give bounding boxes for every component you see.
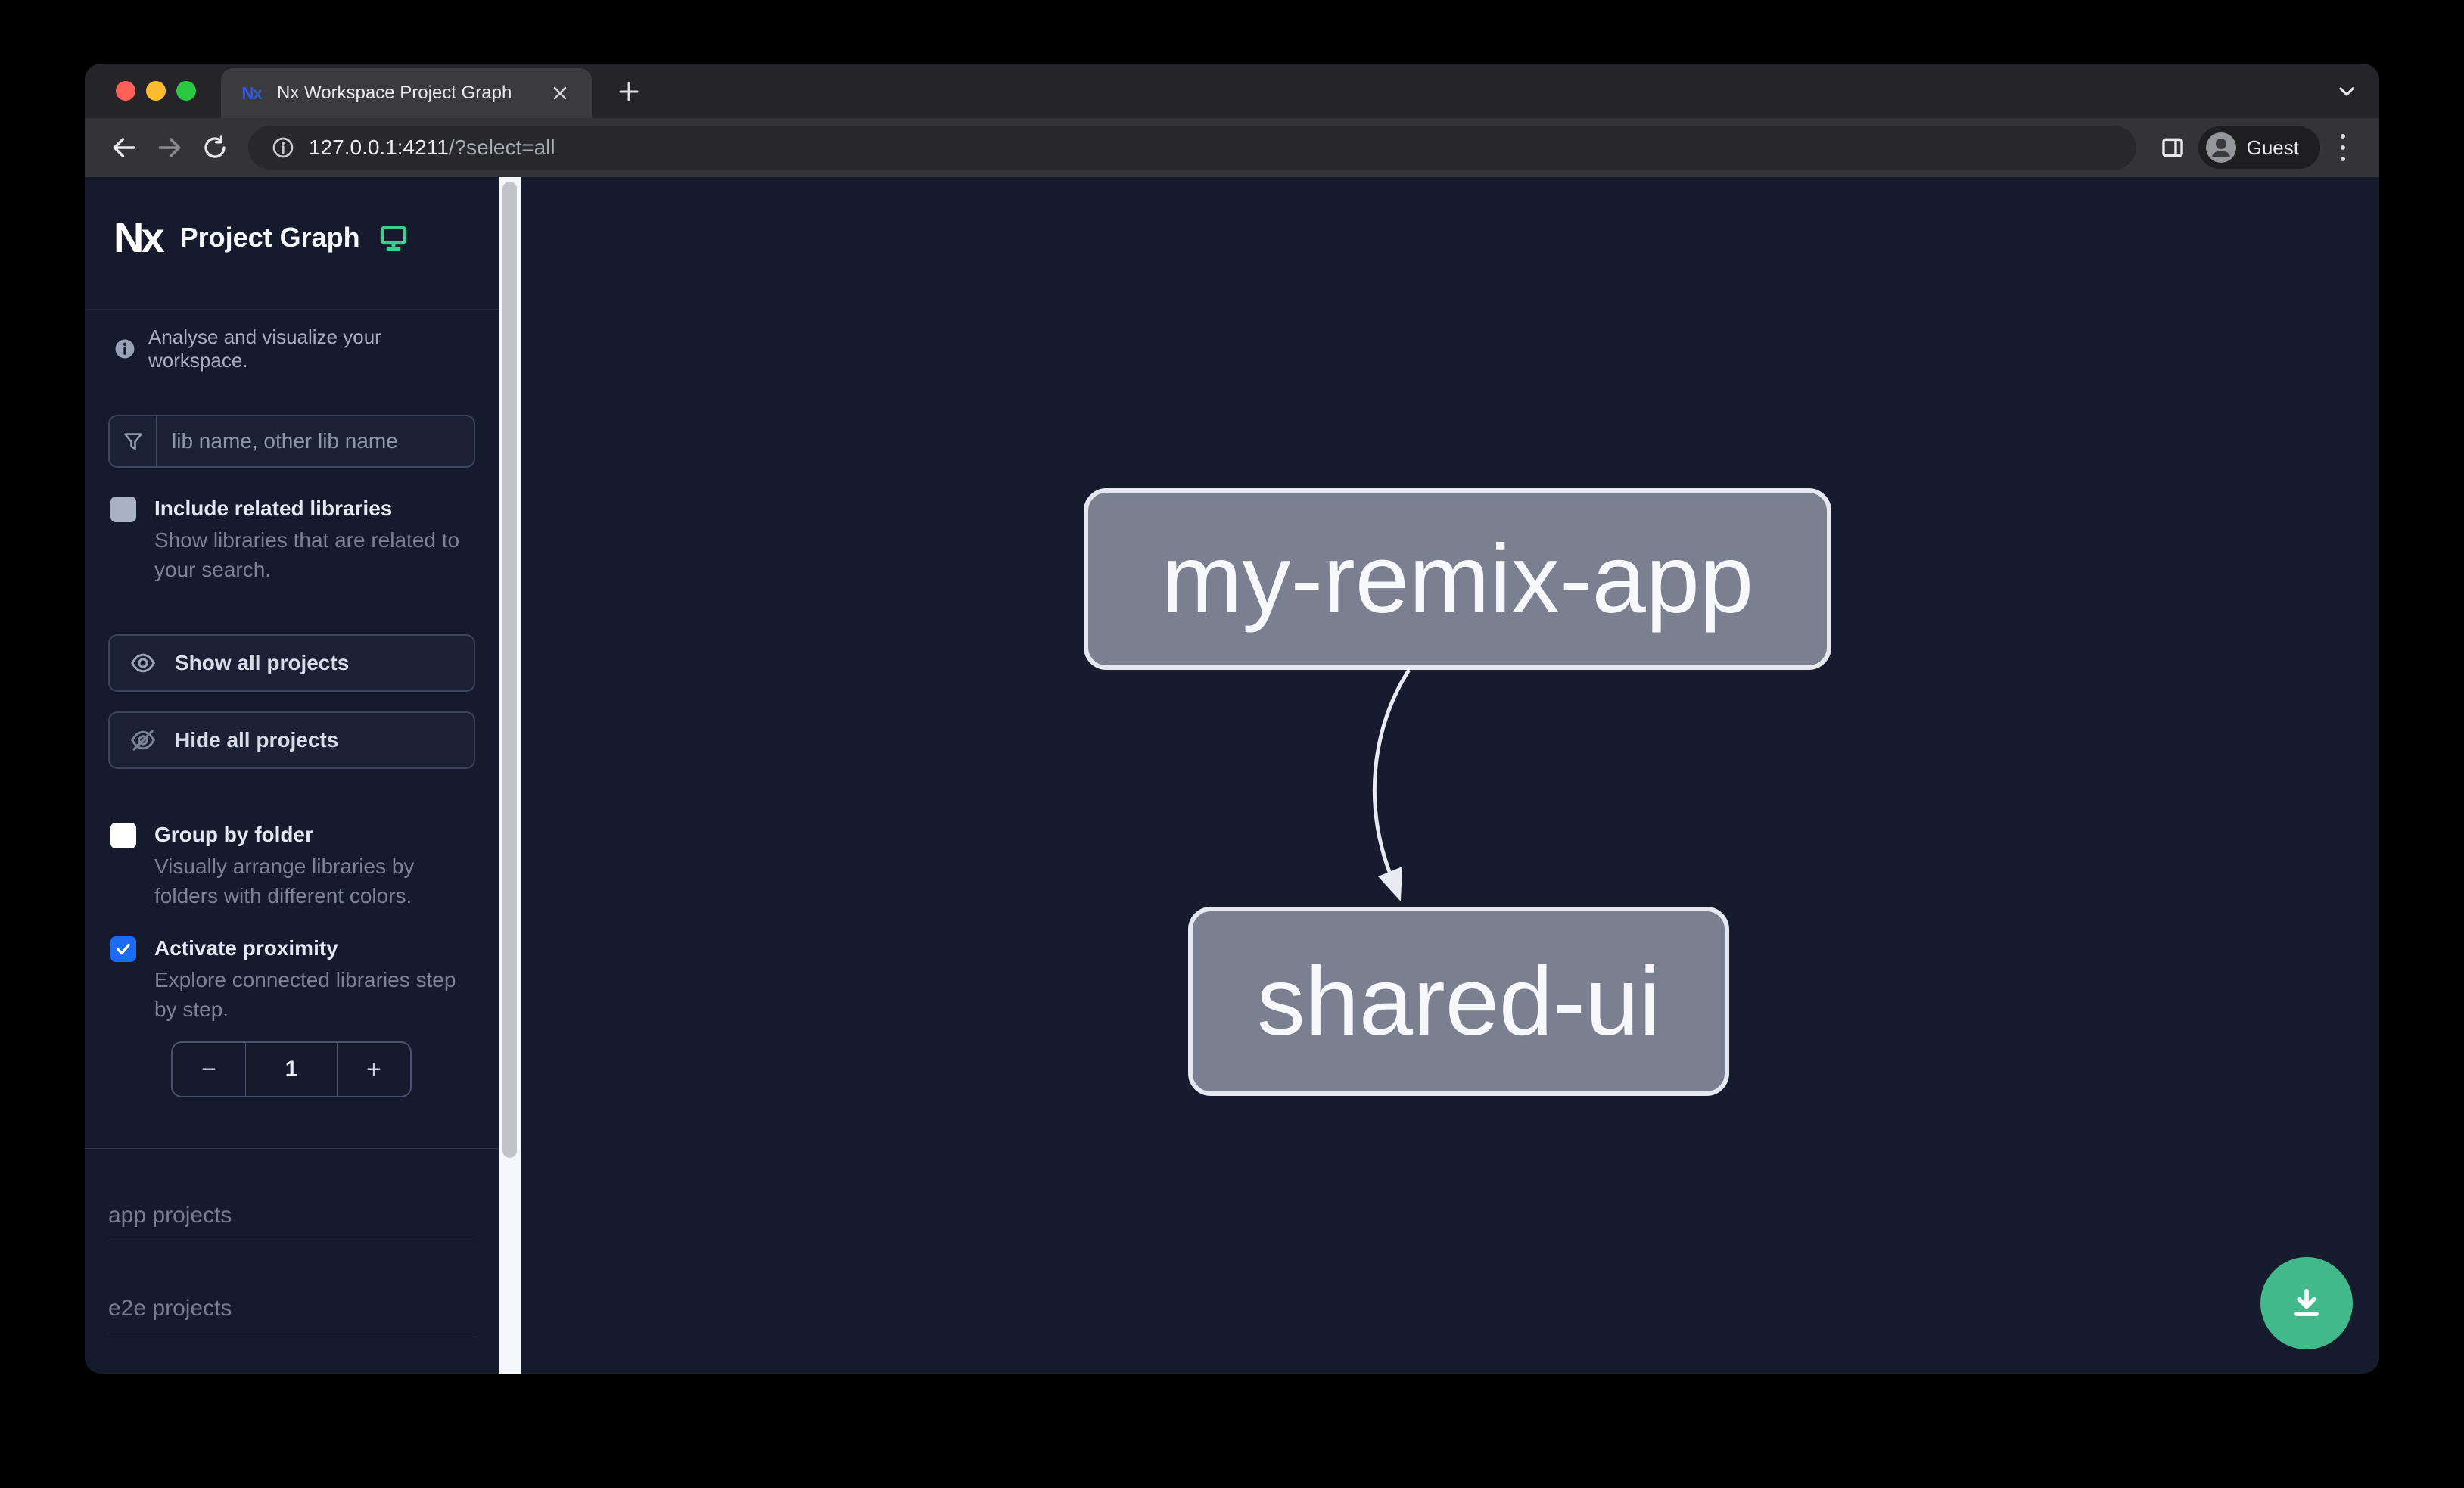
page-title: Project Graph	[179, 222, 360, 253]
site-info-icon[interactable]	[271, 135, 295, 160]
dependency-edge	[1372, 668, 1411, 901]
funnel-icon	[110, 416, 157, 466]
close-window-button[interactable]	[116, 81, 135, 101]
proximity-depth-value: 1	[245, 1043, 338, 1096]
profile-button[interactable]: Guest	[2198, 126, 2320, 169]
tagline-text: Analyse and visualize your workspace.	[148, 325, 381, 372]
hide-all-projects-button[interactable]: Hide all projects	[108, 711, 475, 769]
group-by-folder-description: Visually arrange libraries by folders wi…	[154, 855, 415, 907]
browser-tab[interactable]: Nx Nx Workspace Project Graph	[221, 68, 592, 118]
graph-node-shared-ui[interactable]: shared-ui	[1188, 907, 1729, 1096]
eye-off-icon	[129, 727, 157, 754]
monitor-icon	[378, 223, 409, 253]
include-related-description: Show libraries that are related to your …	[154, 528, 460, 581]
graph-node-my-remix-app[interactable]: my-remix-app	[1084, 488, 1831, 670]
fullscreen-window-button[interactable]	[176, 81, 196, 101]
eye-icon	[129, 649, 157, 677]
activate-proximity-description: Explore connected libraries step by step…	[154, 968, 456, 1021]
group-by-folder-checkbox[interactable]	[110, 823, 136, 848]
activate-proximity-row: Activate proximity Explore connected lib…	[110, 935, 479, 1024]
tab-close-icon[interactable]	[546, 79, 574, 107]
url-path: /?select=all	[448, 135, 555, 159]
browser-window: Nx Nx Workspace Project Graph	[85, 64, 2379, 1374]
sidebar: Nx Project Graph Analyse and visualize y…	[85, 177, 499, 1374]
chevron-down-icon[interactable]	[2334, 79, 2360, 104]
divider	[85, 1148, 499, 1149]
include-related-row: Include related libraries Show libraries…	[110, 495, 479, 584]
sidebar-scrollbar	[499, 177, 521, 1374]
include-related-label: Include related libraries	[154, 497, 393, 520]
tab-strip: Nx Nx Workspace Project Graph	[85, 64, 2379, 118]
decrement-button[interactable]: −	[201, 1054, 216, 1084]
forward-icon[interactable]	[150, 128, 189, 167]
graph-canvas[interactable]: my-remix-app shared-ui	[521, 177, 2379, 1374]
hide-all-projects-label: Hide all projects	[175, 728, 339, 752]
tab-title: Nx Workspace Project Graph	[277, 82, 512, 103]
group-by-folder-row: Group by folder Visually arrange librari…	[110, 821, 479, 911]
activate-proximity-label: Activate proximity	[154, 936, 338, 960]
section-app-projects: app projects	[108, 1203, 475, 1241]
download-icon	[2287, 1284, 2326, 1323]
download-graph-button[interactable]	[2260, 1257, 2353, 1349]
info-icon	[114, 338, 136, 360]
browser-menu-icon[interactable]	[2326, 128, 2360, 167]
section-e2e-projects: e2e projects	[108, 1296, 475, 1334]
group-by-folder-label: Group by folder	[154, 823, 313, 846]
avatar	[2205, 132, 2236, 163]
url-host: 127.0.0.1:4211	[309, 135, 449, 159]
back-icon[interactable]	[104, 128, 144, 167]
show-all-projects-button[interactable]: Show all projects	[108, 634, 475, 692]
filter-box	[108, 415, 475, 468]
activate-proximity-checkbox[interactable]	[110, 936, 136, 962]
new-tab-button[interactable]	[614, 77, 643, 106]
reload-icon[interactable]	[195, 128, 235, 167]
filter-input[interactable]	[157, 416, 474, 466]
include-related-checkbox[interactable]	[110, 497, 136, 522]
proximity-depth-stepper: − 1 +	[171, 1041, 412, 1097]
divider	[85, 309, 499, 310]
show-all-projects-label: Show all projects	[175, 651, 350, 674]
nx-favicon-icon: Nx	[241, 82, 262, 103]
side-panel-icon[interactable]	[2153, 128, 2192, 167]
browser-toolbar: 127.0.0.1:4211/?select=all Guest	[85, 118, 2379, 177]
profile-name: Guest	[2246, 135, 2299, 159]
sidebar-header: Nx Project Graph	[114, 207, 476, 268]
nx-logo: Nx	[114, 213, 165, 261]
scrollbar-thumb[interactable]	[502, 182, 517, 1158]
minimize-window-button[interactable]	[146, 81, 166, 101]
increment-button[interactable]: +	[366, 1054, 381, 1084]
workspace-tagline: Analyse and visualize your workspace.	[114, 325, 484, 372]
url-bar[interactable]: 127.0.0.1:4211/?select=all	[248, 126, 2136, 170]
